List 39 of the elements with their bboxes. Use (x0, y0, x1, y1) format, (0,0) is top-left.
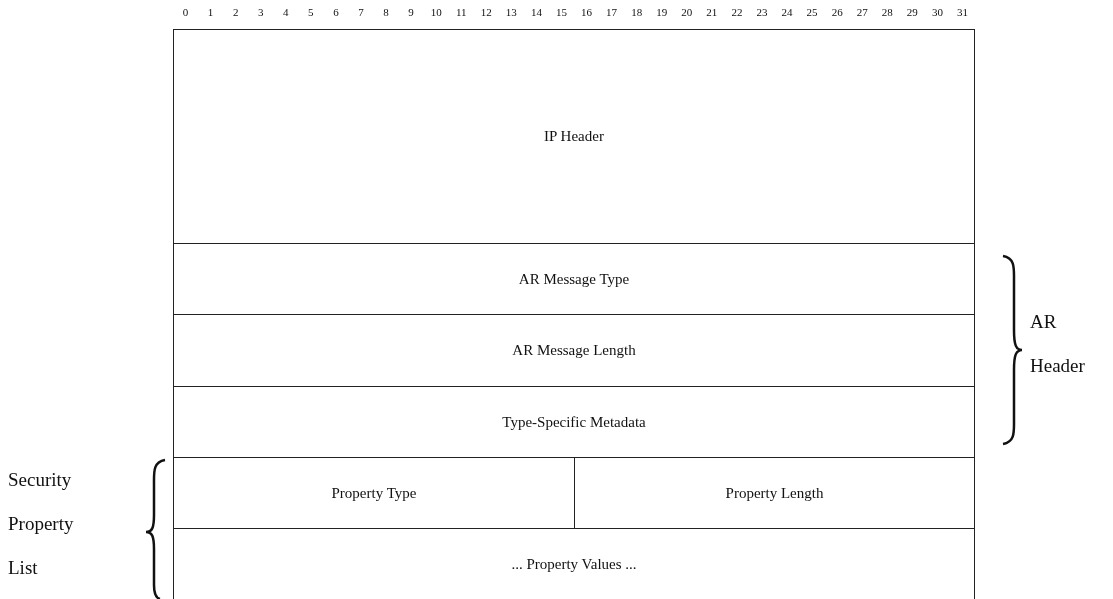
bit-number: 8 (382, 6, 390, 18)
bit-number: 23 (755, 6, 769, 18)
brace-label: Security Property List (8, 468, 75, 580)
bit-number: 20 (680, 6, 694, 18)
bit-number: 11 (454, 6, 468, 18)
brace-label: AR Header (1030, 310, 1086, 378)
bit-number: 31 (955, 6, 969, 18)
header-field: ... Property Values ... (173, 528, 975, 599)
bit-number: 0 (181, 6, 190, 18)
header-field: Type-Specific Metadata (173, 386, 975, 458)
bit-number: 28 (880, 6, 894, 18)
bit-number: 13 (504, 6, 518, 18)
bit-number: 12 (479, 6, 493, 18)
bit-number: 29 (905, 6, 919, 18)
bit-number: 16 (580, 6, 593, 18)
bit-number: 17 (605, 6, 619, 18)
bit-number: 10 (429, 6, 443, 18)
bit-number: 25 (805, 6, 819, 18)
bit-number: 5 (307, 6, 315, 18)
header-field: IP Header (173, 29, 975, 244)
bit-number: 24 (780, 6, 794, 18)
bit-number: 26 (830, 6, 844, 18)
bit-number: 1 (206, 6, 215, 18)
bit-number: 19 (655, 6, 669, 18)
bit-number: 14 (529, 6, 543, 18)
bit-number: 3 (256, 6, 265, 18)
bit-number: 21 (705, 6, 719, 18)
bit-number: 22 (730, 6, 744, 18)
bit-number: 18 (630, 6, 644, 18)
header-field: AR Message Length (173, 314, 975, 387)
bit-number: 30 (930, 6, 944, 18)
bit-number: 7 (357, 6, 365, 18)
bit-number: 4 (282, 6, 290, 18)
bit-number: 27 (855, 6, 869, 18)
bit-number: 6 (332, 6, 340, 18)
bit-number: 2 (231, 6, 240, 18)
bit-number: 15 (554, 6, 568, 18)
bit-number: 9 (407, 6, 415, 18)
header-field: AR Message Type (173, 243, 975, 315)
